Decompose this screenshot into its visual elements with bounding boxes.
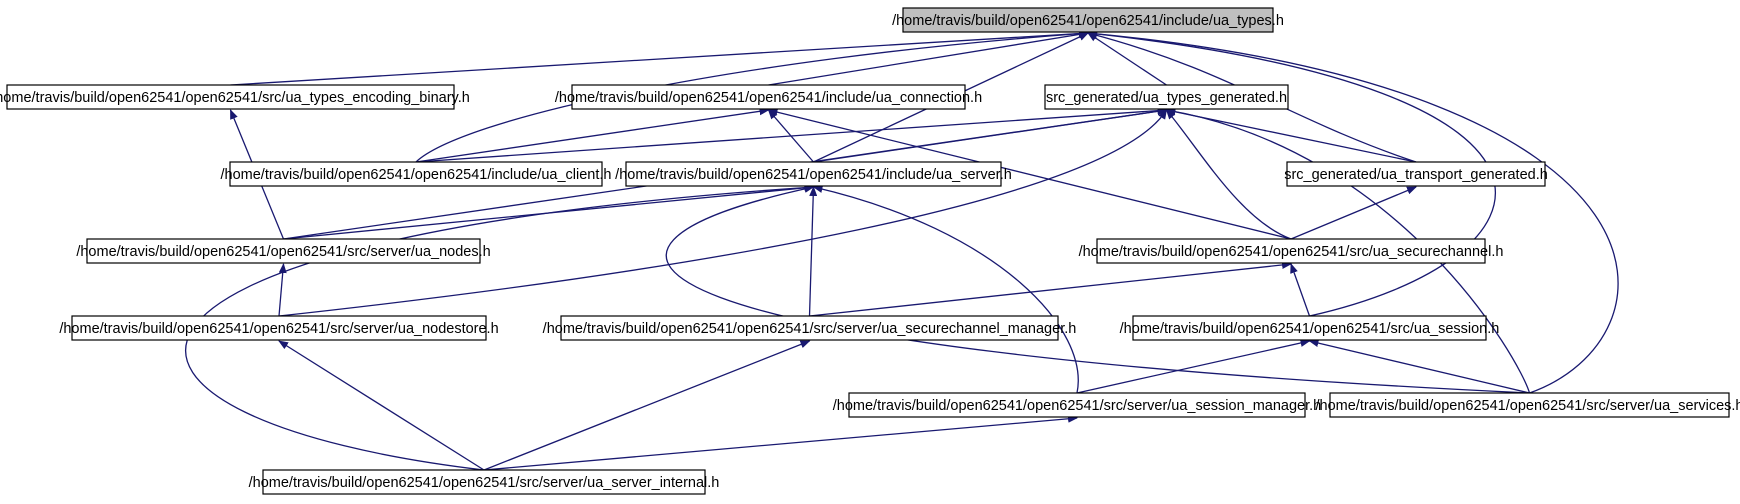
node-label: /home/travis/build/open62541/open62541/s… <box>1315 398 1740 414</box>
edges-layer <box>185 29 1619 471</box>
node-label: /home/travis/build/open62541/open62541/s… <box>543 321 1077 337</box>
node-label: src_generated/ua_transport_generated.h <box>1284 167 1548 183</box>
node-box <box>571 84 966 110</box>
edge-encoding_binary-to-ua_types <box>230 29 1089 86</box>
node-server[interactable]: /home/travis/build/open62541/open62541/i… <box>615 161 1012 187</box>
edge-server_internal-to-nodestore <box>278 340 485 471</box>
node-box <box>262 469 706 495</box>
node-label: /home/travis/build/open62541/open62541/i… <box>555 90 982 106</box>
edge-server_internal-to-sc_manager <box>483 340 811 471</box>
node-label: /home/travis/build/open62541/open62541/s… <box>1120 321 1500 337</box>
node-types_generated[interactable]: src_generated/ua_types_generated.h <box>1044 84 1289 110</box>
edge-connection-to-ua_types <box>768 30 1089 86</box>
node-transport_generated[interactable]: src_generated/ua_transport_generated.h <box>1284 161 1548 187</box>
node-label: /home/travis/build/open62541/open62541/s… <box>249 475 720 491</box>
node-box <box>229 161 603 187</box>
node-label: /home/travis/build/open62541/open62541/s… <box>1079 244 1504 260</box>
edge-session_manager-to-session <box>1076 339 1311 394</box>
node-label: src_generated/ua_types_generated.h <box>1046 90 1287 106</box>
node-label: /home/travis/build/open62541/open62541/i… <box>221 167 612 183</box>
node-nodes[interactable]: /home/travis/build/open62541/open62541/s… <box>76 238 491 264</box>
node-label: /home/travis/build/open62541/open62541/i… <box>615 167 1012 183</box>
node-box <box>560 315 1059 341</box>
node-label: /home/travis/build/open62541/open62541/s… <box>59 321 498 337</box>
edge-sc_manager-to-server <box>808 186 818 317</box>
node-box <box>1132 315 1487 341</box>
node-box <box>1044 84 1289 110</box>
node-connection[interactable]: /home/travis/build/open62541/open62541/i… <box>555 84 982 110</box>
node-client[interactable]: /home/travis/build/open62541/open62541/i… <box>221 161 612 187</box>
edge-nodestore-to-types_generated <box>278 109 1168 317</box>
edge-services-to-server <box>665 184 1530 394</box>
edge-client-to-connection <box>415 107 770 163</box>
node-box <box>1329 392 1730 418</box>
node-nodestore[interactable]: /home/travis/build/open62541/open62541/s… <box>59 315 499 341</box>
edge-server-to-connection <box>767 109 814 163</box>
node-box <box>1096 238 1486 264</box>
node-box <box>902 7 1274 33</box>
node-services[interactable]: /home/travis/build/open62541/open62541/s… <box>1315 392 1740 418</box>
edge-session_manager-to-server <box>812 185 1079 394</box>
node-box <box>6 84 455 110</box>
node-box <box>848 392 1306 418</box>
node-label: /home/travis/build/open62541/open62541/s… <box>833 398 1322 414</box>
node-box <box>625 161 1002 187</box>
edge-session-to-securechannel <box>1290 263 1311 317</box>
node-box <box>86 238 481 264</box>
edge-sc_manager-to-securechannel <box>809 260 1292 317</box>
node-encoding_binary[interactable]: /home/travis/build/open62541/open62541/s… <box>0 84 470 110</box>
edge-securechannel-to-transport_generated <box>1290 186 1417 240</box>
node-box <box>1286 161 1546 187</box>
node-securechannel[interactable]: /home/travis/build/open62541/open62541/s… <box>1079 238 1504 264</box>
edge-services-to-ua_types <box>1087 29 1619 394</box>
node-box <box>71 315 487 341</box>
nodes-layer: /home/travis/build/open62541/open62541/i… <box>0 7 1740 495</box>
node-session[interactable]: /home/travis/build/open62541/open62541/s… <box>1120 315 1500 341</box>
edge-server_internal-to-session_manager <box>483 414 1078 471</box>
edge-securechannel-to-types_generated <box>1165 109 1292 240</box>
edge-securechannel-to-connection <box>767 108 1292 240</box>
node-session_manager[interactable]: /home/travis/build/open62541/open62541/s… <box>833 392 1322 418</box>
node-label: /home/travis/build/open62541/open62541/s… <box>0 90 470 106</box>
edge-services-to-session <box>1308 339 1530 394</box>
edge-types_generated-to-ua_types <box>1087 32 1167 86</box>
node-sc_manager[interactable]: /home/travis/build/open62541/open62541/s… <box>543 315 1077 341</box>
node-label: /home/travis/build/open62541/open62541/i… <box>892 13 1284 29</box>
node-label: /home/travis/build/open62541/open62541/s… <box>76 244 490 260</box>
node-ua_types[interactable]: /home/travis/build/open62541/open62541/i… <box>892 7 1284 33</box>
node-server_internal[interactable]: /home/travis/build/open62541/open62541/s… <box>249 469 720 495</box>
